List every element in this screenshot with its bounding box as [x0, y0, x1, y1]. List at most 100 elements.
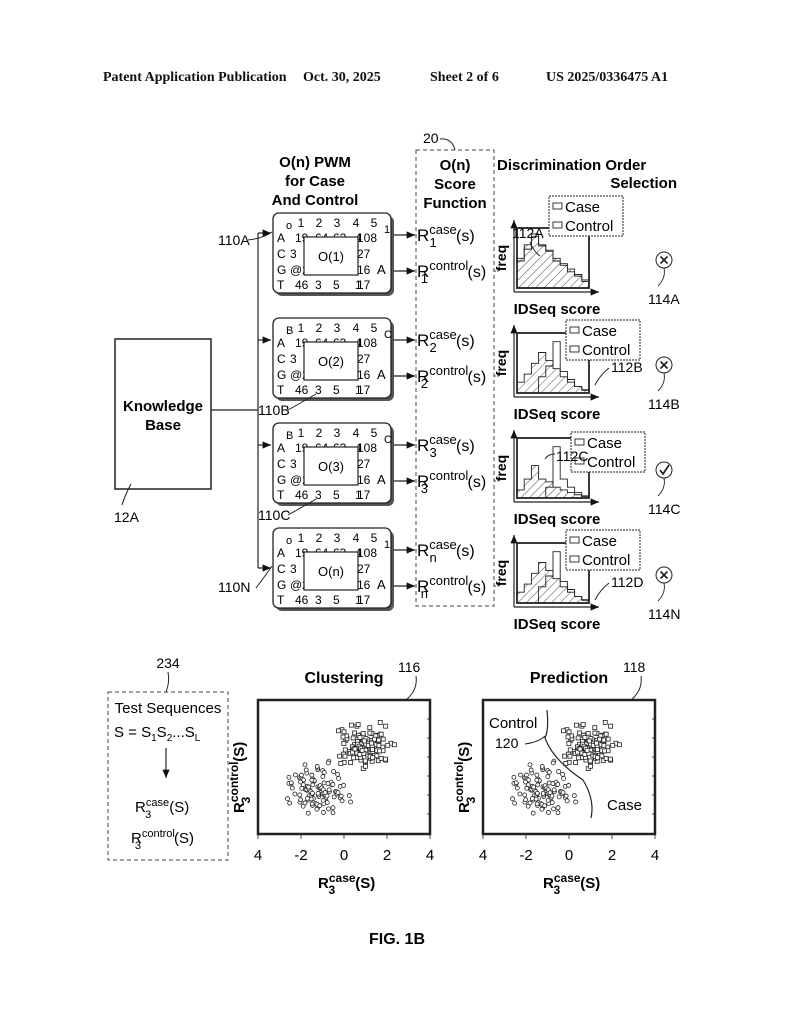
pwm-column-header: 5 [371, 216, 378, 230]
pwm-row-base: G [277, 473, 286, 487]
scatter-ylabel: Rcontrol3(S) [452, 742, 478, 813]
control-point [556, 769, 561, 774]
control-point [555, 805, 561, 811]
pwm-column-header: 1 [298, 216, 305, 230]
control-point [331, 769, 336, 774]
pwm-row-base: A [277, 336, 285, 350]
case-point [588, 763, 593, 769]
pwm-cell: 108 [357, 546, 377, 560]
scatter-ref: 116 [398, 659, 421, 675]
pwm-cell: 16 [357, 473, 371, 487]
case-point [341, 741, 347, 746]
pwm-row-base: C [277, 562, 286, 576]
region-control-label: Control [489, 715, 537, 732]
control-point [555, 810, 561, 816]
histogram-ref: 112A [512, 225, 544, 241]
pwm-column-header: 3 [334, 426, 341, 440]
control-point [540, 790, 546, 796]
pwm-block-110c: 12345BCA1964634108C327G@216T4635117AO(3)… [258, 422, 500, 523]
pwm-cell: 3 [315, 593, 322, 607]
check-icon [655, 461, 673, 479]
control-point [535, 782, 541, 788]
x-tick-label: 0 [565, 847, 573, 864]
pwm-column-header: 2 [316, 216, 323, 230]
pwm-cell: 16 [357, 263, 371, 277]
pwm-column-header: 2 [316, 321, 323, 335]
control-point [331, 794, 337, 800]
publication-number: US 2025/0336475 A1 [546, 70, 669, 85]
case-point [575, 735, 581, 741]
control-point [522, 792, 528, 798]
control-point [314, 806, 320, 812]
control-point [320, 797, 326, 803]
order-box [303, 551, 359, 591]
x-tick-label: 4 [651, 847, 659, 864]
case-point [377, 719, 383, 725]
control-point [527, 762, 533, 768]
svg-text:o: o [286, 535, 292, 547]
case-point [350, 735, 356, 741]
case-point [603, 755, 609, 761]
svg-text:A: A [377, 367, 386, 382]
control-point [530, 796, 535, 801]
histogram-ylabel: freq [493, 455, 509, 481]
legend-control: Control [587, 454, 635, 471]
case-point [362, 758, 368, 764]
pwm-row-base: A [277, 441, 285, 455]
case-point [574, 722, 579, 728]
pwm-cell: 27 [357, 352, 371, 366]
case-point [359, 747, 365, 753]
case-point [567, 747, 573, 753]
control-point [335, 790, 341, 795]
control-point [287, 800, 293, 806]
pwm-row-base: T [277, 488, 285, 502]
pwm-row-base: G [277, 368, 286, 382]
svg-text:B: B [286, 430, 293, 442]
status-ref: 114B [648, 396, 680, 412]
control-point [518, 772, 523, 778]
case-point [367, 730, 373, 736]
case-point [350, 749, 355, 755]
control-point [514, 785, 520, 791]
case-point [377, 748, 382, 754]
x-tick-label: 4 [426, 847, 434, 864]
case-point [371, 736, 377, 742]
control-point [545, 774, 551, 779]
scatter-ylabel: Rcontrol3(S) [227, 742, 253, 813]
x-tick-label: -2 [294, 847, 307, 864]
control-point [545, 797, 551, 803]
case-point [566, 741, 572, 746]
histogram-ylabel: freq [493, 560, 509, 586]
control-point [309, 790, 315, 796]
pwm-row-base: G [277, 263, 286, 277]
control-histogram [517, 446, 590, 499]
pwm-row-base: A [277, 231, 285, 245]
case-point [563, 761, 569, 766]
case-point [567, 753, 573, 759]
control-point [305, 810, 311, 816]
pwm-cell: 16 [357, 578, 371, 592]
case-point [383, 756, 388, 762]
order-box [303, 341, 359, 381]
figure-label: FIG. 1B [369, 931, 425, 948]
case-point [349, 722, 354, 728]
pwm-cell: 108 [357, 336, 377, 350]
pwm-cell: 27 [357, 562, 371, 576]
pwm-column-header: 5 [371, 321, 378, 335]
scatter-ref: 118 [623, 659, 646, 675]
pwm-cell: 1 [355, 488, 362, 502]
test-sequences-box [107, 691, 229, 861]
legend-control: Control [582, 552, 630, 569]
pwm-row-base: T [277, 278, 285, 292]
pwm-column-header: 2 [316, 426, 323, 440]
pwm-cell: 3 [290, 352, 297, 366]
case-point [378, 755, 384, 761]
pwm-cell: 3 [315, 278, 322, 292]
control-point [320, 774, 326, 779]
